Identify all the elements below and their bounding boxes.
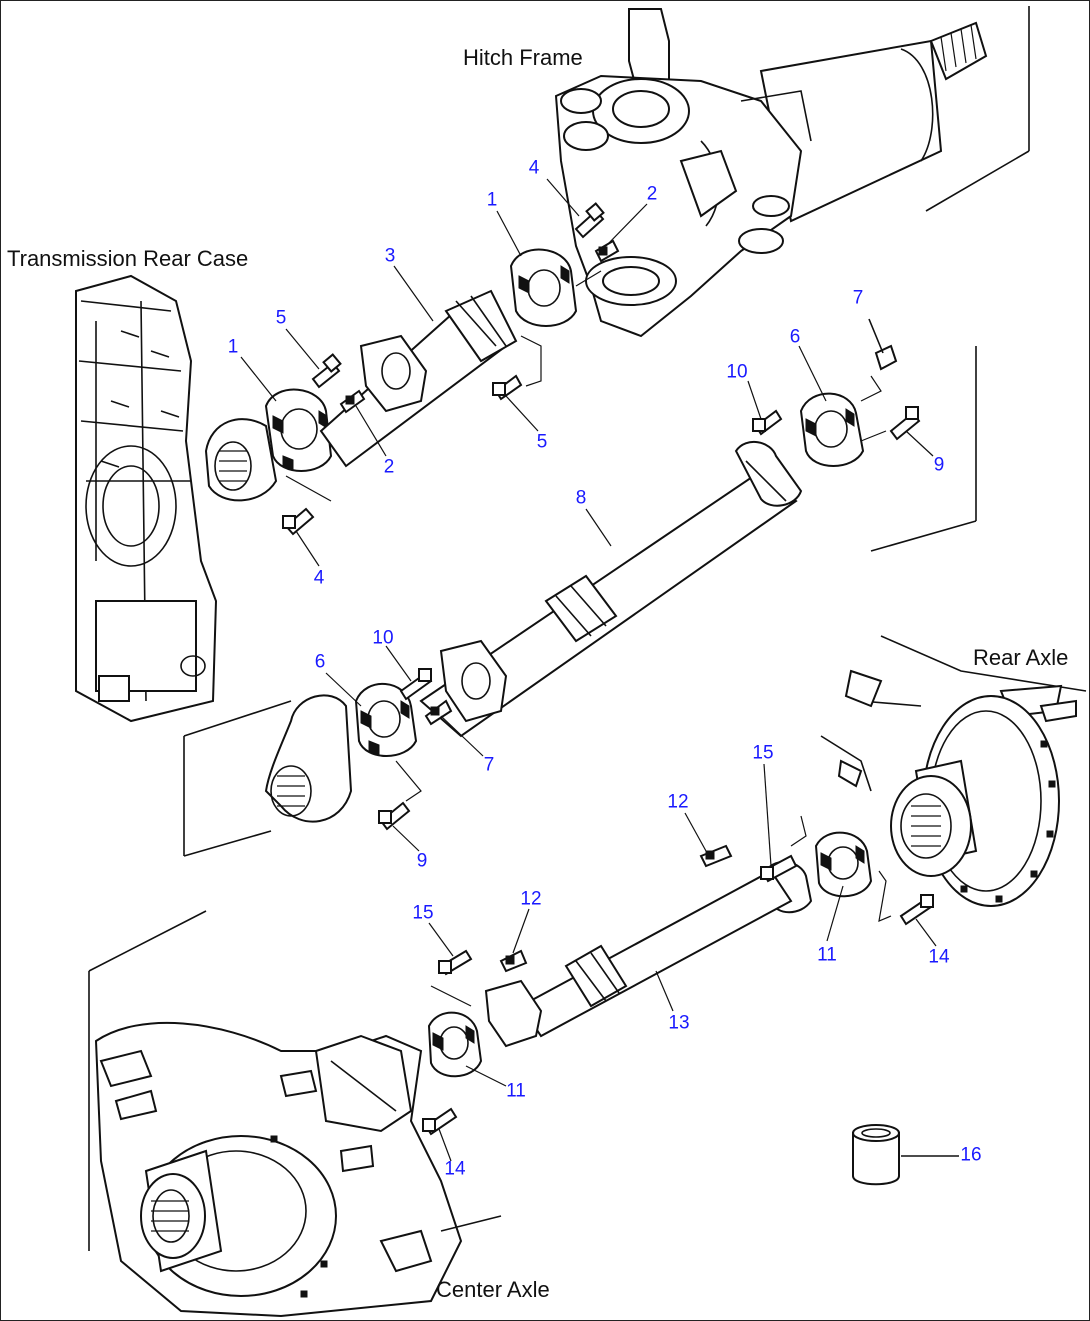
callout-12: 12 bbox=[667, 791, 689, 813]
callout-11: 11 bbox=[506, 1080, 526, 1102]
rear-axle-drawing bbox=[820, 635, 1087, 907]
center-axle-drawing bbox=[88, 910, 502, 1318]
transmission-case-drawing bbox=[75, 274, 218, 723]
lower-driveshaft-drawing bbox=[427, 815, 892, 1078]
callout-4: 4 bbox=[313, 567, 325, 589]
callout-2: 2 bbox=[646, 183, 658, 205]
callout-1: 1 bbox=[227, 336, 239, 358]
callout-14: 14 bbox=[444, 1158, 466, 1180]
callout-3: 3 bbox=[384, 245, 396, 267]
callout-11: 11 bbox=[817, 944, 837, 966]
leader-lines bbox=[240, 178, 937, 1162]
callout-13: 13 bbox=[668, 1012, 690, 1034]
callout-5: 5 bbox=[536, 431, 548, 453]
callout-10: 10 bbox=[372, 627, 394, 649]
callout-15: 15 bbox=[412, 902, 434, 924]
fasteners bbox=[282, 202, 934, 1136]
callout-1: 1 bbox=[486, 189, 498, 211]
callout-16: 16 bbox=[960, 1144, 982, 1166]
callout-2: 2 bbox=[383, 456, 395, 478]
callout-10: 10 bbox=[726, 361, 748, 383]
callout-9: 9 bbox=[933, 454, 945, 476]
callout-15: 15 bbox=[752, 742, 774, 764]
label-hitch-frame: Hitch Frame bbox=[463, 45, 583, 70]
callout-14: 14 bbox=[928, 946, 950, 968]
callout-12: 12 bbox=[520, 888, 542, 910]
upper-driveshaft-drawing bbox=[204, 248, 602, 502]
callout-6: 6 bbox=[314, 651, 326, 673]
hitch-frame-drawing bbox=[554, 6, 1030, 338]
callout-9: 9 bbox=[416, 850, 428, 872]
middle-driveshaft-drawing bbox=[183, 346, 977, 857]
callout-8: 8 bbox=[575, 487, 587, 509]
label-rear-axle: Rear Axle bbox=[973, 645, 1069, 670]
bushing-part-16 bbox=[852, 1124, 959, 1186]
callout-4: 4 bbox=[528, 157, 540, 179]
callout-7: 7 bbox=[483, 754, 495, 776]
label-transmission-rear-case: Transmission Rear Case bbox=[7, 246, 249, 271]
callout-7: 7 bbox=[852, 287, 864, 309]
label-center-axle: Center Axle bbox=[436, 1277, 550, 1302]
callout-5: 5 bbox=[275, 307, 287, 329]
callout-6: 6 bbox=[789, 326, 801, 348]
